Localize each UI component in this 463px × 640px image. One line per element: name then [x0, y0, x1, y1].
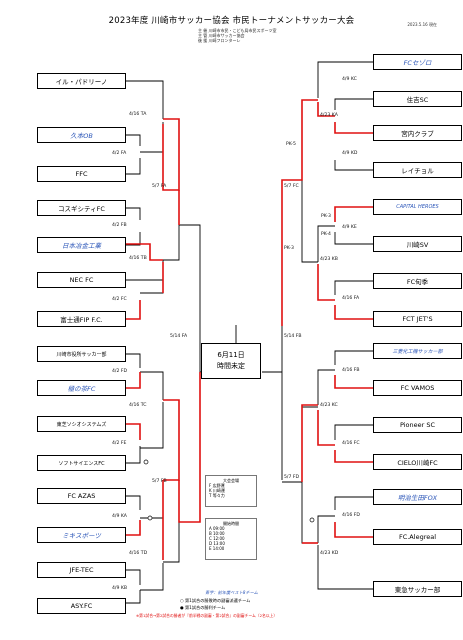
match-label: 5/7 FB — [152, 479, 167, 484]
match-label: 4/16 TD — [129, 551, 148, 556]
match-label: 4/23 KB — [320, 257, 338, 262]
team-box: 明治生田FOX — [373, 489, 462, 505]
match-label: 4/16 TB — [129, 256, 147, 261]
venue-title: 大会会場 — [223, 478, 239, 483]
page-title: 2023年度 川崎市サッカー協会 市民トーナメントサッカー大会 — [108, 16, 355, 26]
match-label: 4/16 FD — [342, 513, 360, 518]
match-label: 4/16 FB — [342, 368, 360, 373]
team-box: CIELO川崎FC — [373, 454, 462, 470]
match-label: 4/16 TC — [129, 403, 147, 408]
final-match-box: 6月11日 時間未定 — [201, 343, 261, 379]
time-line: C 12:00 — [209, 536, 225, 541]
pk-label: PK-3 — [284, 246, 294, 251]
final-date: 6月11日 — [217, 351, 245, 359]
team-box: FC AZAS — [37, 488, 126, 504]
time-line: A 09:00 — [209, 526, 225, 531]
organizer-line: 主 管 川崎市サッカー協会 — [198, 33, 245, 38]
team-box: FC旬季 — [373, 273, 462, 289]
organizer-line: 後 援 川崎フロンターレ — [198, 38, 241, 43]
team-box: イル・パドリーノ — [37, 73, 126, 89]
venue-info-box: 大会会場 F 広野運 K 川崎運 T 等々力 — [205, 475, 257, 507]
team-box: 日本冶金工業 — [37, 237, 126, 253]
match-label: 4/2 FC — [112, 297, 127, 302]
venue-line: K 川崎運 — [209, 488, 225, 493]
team-box: JFE-TEC — [37, 562, 126, 578]
team-box: ミキスポーツ — [37, 527, 126, 543]
match-label: 5/14 FB — [284, 334, 302, 339]
team-box: 東急サッカー部 — [373, 581, 462, 597]
match-label: 4/2 FB — [112, 223, 127, 228]
team-box: 宮内クラブ — [373, 125, 462, 141]
team-box: 川崎SV — [373, 236, 462, 252]
match-label: 4/16 TA — [129, 112, 147, 117]
team-box: NEC FC — [37, 272, 126, 288]
venue-line: F 広野運 — [209, 483, 225, 488]
match-label: 4/16 FA — [342, 296, 360, 301]
team-box: FCセゾロ — [373, 54, 462, 70]
match-label: 4/2 FA — [112, 151, 127, 156]
team-box: FFC — [37, 166, 126, 182]
time-info-box: 開始時間 A 09:00 B 10:00 C 12:00 D 13:00 E 1… — [205, 518, 257, 560]
match-label: 5/7 FC — [284, 184, 299, 189]
team-box: FC.Alegreal — [373, 529, 462, 545]
match-label: 4/2 FE — [112, 441, 127, 446]
time-line: B 10:00 — [209, 531, 225, 536]
legend-seed-note: 青字：前年度ベスト8チーム — [205, 590, 258, 595]
team-box: 東芝ソシオシステムズ — [37, 416, 126, 432]
final-time: 時間未定 — [217, 362, 245, 370]
team-box: FC VAMOS — [373, 380, 462, 396]
match-label: 4/23 KD — [320, 551, 339, 556]
legend-footnote: ※第1試合→第2試合の勝者が『前半戦の副審・第2試合』の副審チーム（2名以上） — [136, 613, 278, 618]
time-line: D 13:00 — [209, 541, 225, 546]
match-label: 4/23 KA — [320, 113, 338, 118]
team-box: CAPITAL HEROES — [373, 199, 462, 215]
match-label: 4/9 KD — [342, 151, 358, 156]
match-label: 4/16 FC — [342, 441, 360, 446]
organizer-line: 主 催 川崎市市民・こども局市民スポーツ室 — [198, 28, 277, 33]
legend-winner-note: ● 第1試合の勝利チーム — [180, 605, 226, 610]
match-label: 4/2 FD — [112, 369, 128, 374]
team-box: ソフトサイエンスFC — [37, 455, 126, 471]
match-label: 5/7 FD — [284, 475, 300, 480]
team-box: コスギシティFC — [37, 200, 126, 216]
pk-label: PK-5 — [286, 142, 296, 147]
match-label: 4/23 KC — [320, 403, 338, 408]
team-box: FCT JET'S — [373, 311, 462, 327]
match-label: 4/9 KB — [112, 586, 128, 591]
team-box: 川崎市役所サッカー部 — [37, 346, 126, 362]
match-label: 4/9 KA — [112, 514, 127, 519]
match-label: 4/9 KC — [342, 77, 357, 82]
team-box: レイチョル — [373, 162, 462, 178]
match-label: 4/9 KE — [342, 225, 357, 230]
match-label: 5/14 FA — [170, 334, 188, 339]
legend-referee-note: ○ 第1試合の勝敗時の副審派遣チーム — [180, 598, 251, 603]
time-line: E 14:00 — [209, 546, 225, 551]
team-box: Pioneer SC — [373, 417, 462, 433]
pk-label: PK-3 — [321, 214, 331, 219]
venue-line: T 等々力 — [209, 493, 225, 498]
team-box: ASY.FC — [37, 598, 126, 614]
pk-label: PK-4 — [321, 232, 331, 237]
team-box: 富士通FIP F.C. — [37, 311, 126, 327]
time-title: 開始時間 — [223, 521, 239, 526]
team-box: 極の茶FC — [37, 380, 126, 396]
team-box: 三菱化工機サッカー部 — [373, 343, 462, 359]
team-box: 久本OB — [37, 127, 126, 143]
match-label: 5/7 FA — [152, 184, 167, 189]
update-date: 2023.5.16 現在 — [407, 22, 437, 27]
team-box: 住吉SC — [373, 91, 462, 107]
